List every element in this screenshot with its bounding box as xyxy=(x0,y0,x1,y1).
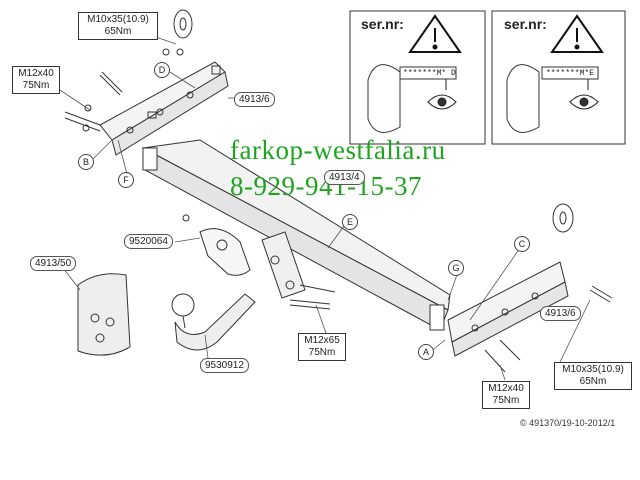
callout-bolt-center-torque: 75Nm xyxy=(308,347,336,358)
callout-bolt-left: M12x40 75Nm xyxy=(12,66,60,94)
ser-code-1: *******M* D xyxy=(403,69,456,78)
part-ball: 9530912 xyxy=(200,358,249,373)
callout-bolt-center: M12x65 75Nm xyxy=(298,333,346,361)
right-bolts xyxy=(484,285,613,373)
letter-e: E xyxy=(342,214,358,230)
callout-bolt-right-torque: 65Nm xyxy=(579,376,607,387)
letter-g: G xyxy=(448,260,464,276)
letter-c: C xyxy=(514,236,530,252)
center-bracket xyxy=(261,231,336,310)
callout-bolt-bottom-torque: 75Nm xyxy=(492,395,520,406)
ball-hitch xyxy=(171,293,256,351)
letter-d: D xyxy=(154,62,170,78)
ser-code-2: *******M*E xyxy=(546,69,595,78)
callout-bolt-top: M10x35(10.9) 65Nm xyxy=(78,12,158,40)
left-bolts xyxy=(64,48,184,132)
watermark-site: farkop-westfalia.ru xyxy=(230,135,446,165)
ser-title-1: ser.nr: xyxy=(361,16,404,32)
code-frames xyxy=(399,66,599,80)
callout-bolt-left-size: M12x40 xyxy=(18,68,54,79)
callout-bolt-right: M10x35(10.9) 65Nm xyxy=(554,362,632,390)
part-socket-plate: 9520064 xyxy=(124,234,173,249)
socket-plate xyxy=(182,214,251,276)
ser-title-2: ser.nr: xyxy=(504,16,547,32)
part-bracket-left: 4913/6 xyxy=(234,92,275,107)
left-bracket xyxy=(99,61,229,156)
part-crossbar: 4913/4 xyxy=(324,170,365,185)
callout-bolt-right-size: M10x35(10.9) xyxy=(562,364,624,375)
callout-bolt-center-size: M12x65 xyxy=(304,335,340,346)
callout-bolt-top-size: M10x35(10.9) xyxy=(87,14,149,25)
callout-bolt-bottom: M12x40 75Nm xyxy=(482,381,530,409)
top-washer xyxy=(173,9,193,39)
right-washer xyxy=(552,203,574,233)
callout-bolt-bottom-size: M12x40 xyxy=(488,383,524,394)
bumper-cover xyxy=(77,273,131,356)
letter-f: F xyxy=(118,172,134,188)
eye-icon xyxy=(427,70,457,110)
letter-b: B xyxy=(78,154,94,170)
part-bracket-right: 4913/6 xyxy=(540,306,581,321)
copyright: © 491370/19-10-2012/1 xyxy=(520,418,616,428)
warning-icon xyxy=(408,14,462,53)
warning-icon xyxy=(550,14,604,53)
letter-a: A xyxy=(418,344,434,360)
part-cover: 4913/50 xyxy=(30,256,77,271)
callout-bolt-top-torque: 65Nm xyxy=(104,26,132,37)
callout-bolt-left-torque: 75Nm xyxy=(22,80,50,91)
right-bracket xyxy=(447,261,569,357)
